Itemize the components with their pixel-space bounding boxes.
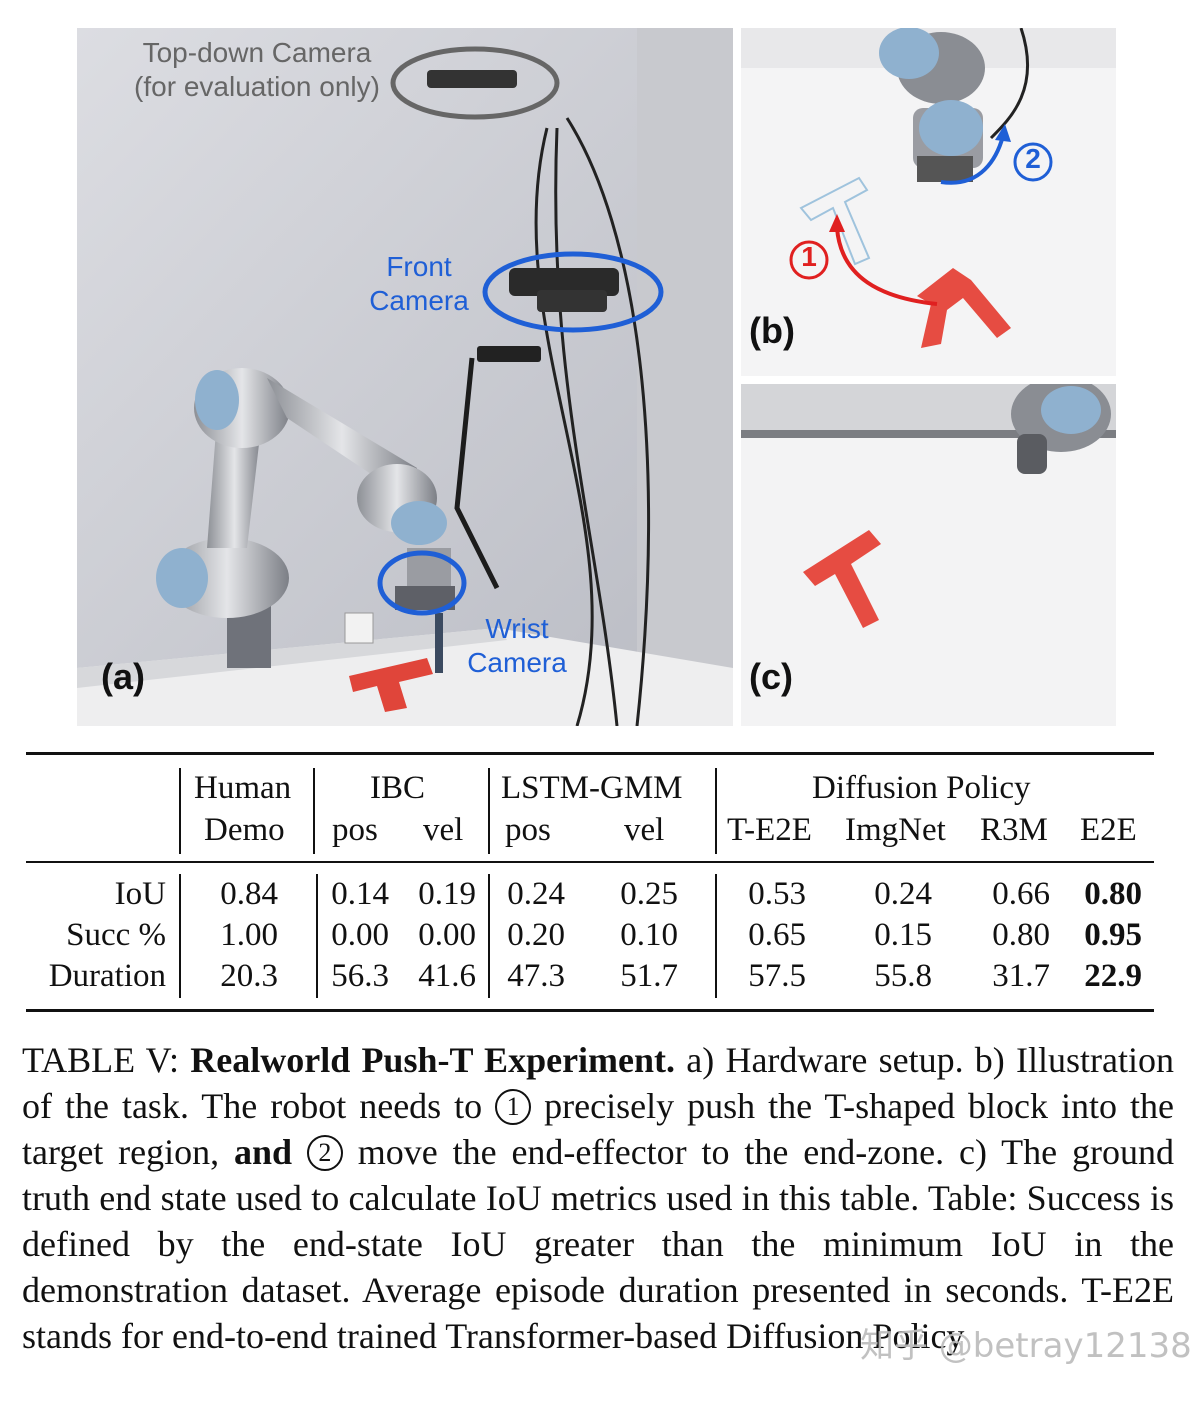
table-divider xyxy=(715,874,717,998)
table-cell: 0.80 xyxy=(992,917,1050,953)
header-imgnet: ImgNet xyxy=(845,812,946,848)
table-cell: 20.3 xyxy=(220,958,278,994)
circled-1-icon: 1 xyxy=(495,1089,532,1125)
panel-a-label: (a) xyxy=(101,656,145,697)
header-lstm-gmm: LSTM-GMM xyxy=(501,770,683,806)
table-cell: 0.53 xyxy=(748,876,806,912)
row-metric-label: Succ % xyxy=(66,917,166,953)
panel-c-label: (c) xyxy=(749,656,793,697)
top-camera-label: Top-down Camera (for evaluation only) xyxy=(134,37,380,102)
caption-and: and xyxy=(234,1132,293,1172)
header-ibc: IBC xyxy=(370,770,426,806)
table-divider xyxy=(313,768,315,854)
table-cell: 0.24 xyxy=(874,876,932,912)
row-metric-label: IoU xyxy=(114,876,166,912)
table-cell: 22.9 xyxy=(1084,958,1142,994)
wrist-camera-label: Wrist Camera xyxy=(467,613,567,678)
table-cell: 56.3 xyxy=(331,958,389,994)
header-ibc-pos: pos xyxy=(332,812,378,848)
table-cell: 31.7 xyxy=(992,958,1050,994)
table-cell: 1.00 xyxy=(220,917,278,953)
task-illustration-photo: 1 2 (b) xyxy=(741,28,1116,376)
table-cell: 41.6 xyxy=(418,958,476,994)
header-t-e2e: T-E2E xyxy=(727,812,812,848)
step-2-marker: 2 xyxy=(1025,143,1041,174)
table-cell: 0.14 xyxy=(331,876,389,912)
caption-text-2: precisely push the T-shaped block into t… xyxy=(22,1086,1174,1172)
table-divider xyxy=(179,874,181,998)
header-human: Human xyxy=(194,770,292,806)
table-bottom-rule xyxy=(26,1009,1154,1012)
table-divider xyxy=(316,874,318,998)
table-cell: 47.3 xyxy=(507,958,565,994)
header-e2e: E2E xyxy=(1080,812,1137,848)
front-camera-label: Front Camera xyxy=(369,251,469,316)
table-cell: 0.25 xyxy=(620,876,678,912)
header-ibc-vel: vel xyxy=(423,812,464,848)
circled-2-icon: 2 xyxy=(306,1135,343,1171)
table-cell: 55.8 xyxy=(874,958,932,994)
caption-text-3: move the end-effector to the end-zone. c… xyxy=(22,1132,1174,1356)
table-cell: 0.15 xyxy=(874,917,932,953)
table-divider xyxy=(488,874,490,998)
table-cell: 0.65 xyxy=(748,917,806,953)
table-cell: 0.20 xyxy=(507,917,565,953)
caption-title: Realworld Push-T Experiment. xyxy=(190,1040,676,1080)
watermark: 知乎 @betray12138 xyxy=(860,1326,1192,1366)
caption-prefix: TABLE V: xyxy=(22,1040,191,1080)
table-cell: 51.7 xyxy=(620,958,678,994)
table-header-rule xyxy=(26,861,1154,863)
table-cell: 0.00 xyxy=(331,917,389,953)
header-lstm-pos: pos xyxy=(505,812,551,848)
table-cell: 0.80 xyxy=(1084,876,1142,912)
step-1-marker: 1 xyxy=(801,241,817,272)
panel-b-label: (b) xyxy=(749,310,795,351)
table-caption: TABLE V: Realworld Push-T Experiment. a)… xyxy=(22,1037,1174,1359)
table-cell: 57.5 xyxy=(748,958,806,994)
table-top-rule xyxy=(26,752,1154,755)
header-r3m: R3M xyxy=(980,812,1048,848)
table-cell: 0.00 xyxy=(418,917,476,953)
end-state-photo: (c) xyxy=(741,384,1116,726)
table-divider xyxy=(179,768,181,854)
table-cell: 0.10 xyxy=(620,917,678,953)
hardware-setup-photo: Top-down Camera (for evaluation only) Fr… xyxy=(77,28,733,726)
table-divider xyxy=(488,768,490,854)
header-lstm-vel: vel xyxy=(624,812,665,848)
row-metric-label: Duration xyxy=(48,958,166,994)
table-cell: 0.24 xyxy=(507,876,565,912)
header-demo: Demo xyxy=(204,812,285,848)
table-cell: 0.66 xyxy=(992,876,1050,912)
header-diffusion-policy: Diffusion Policy xyxy=(812,770,1031,806)
caption-text-1: a) Hardware setup. b) Illustration of th… xyxy=(22,1040,1174,1126)
table-cell: 0.95 xyxy=(1084,917,1142,953)
table-cell: 0.19 xyxy=(418,876,476,912)
table-divider xyxy=(715,768,717,854)
table-cell: 0.84 xyxy=(220,876,278,912)
